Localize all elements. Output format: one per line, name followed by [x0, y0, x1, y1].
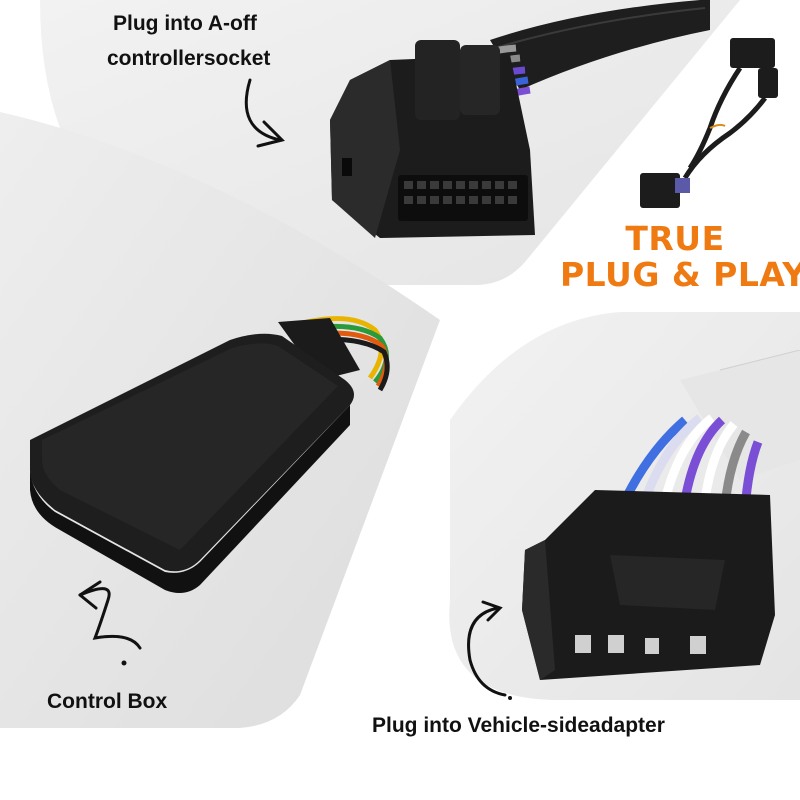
arrow-control-box [78, 587, 142, 650]
label-vehicle-adapter: Plug into Vehicle-sideadapter [372, 714, 665, 737]
label-control-box: Control Box [47, 690, 168, 713]
vehicle-adapter [522, 350, 800, 680]
arrow-top [244, 78, 282, 142]
headline-line2: PLUG & PLAY [560, 255, 800, 294]
label-top-line2: controllersocket [107, 47, 271, 70]
a-off-connector [330, 0, 710, 238]
label-top-line1: Plug into A-off [113, 12, 257, 35]
control-box [30, 316, 390, 594]
harness-thumbnail [640, 38, 778, 208]
arrow-vehicle-adapter [467, 606, 507, 697]
headline-line1: TRUE [625, 219, 725, 258]
